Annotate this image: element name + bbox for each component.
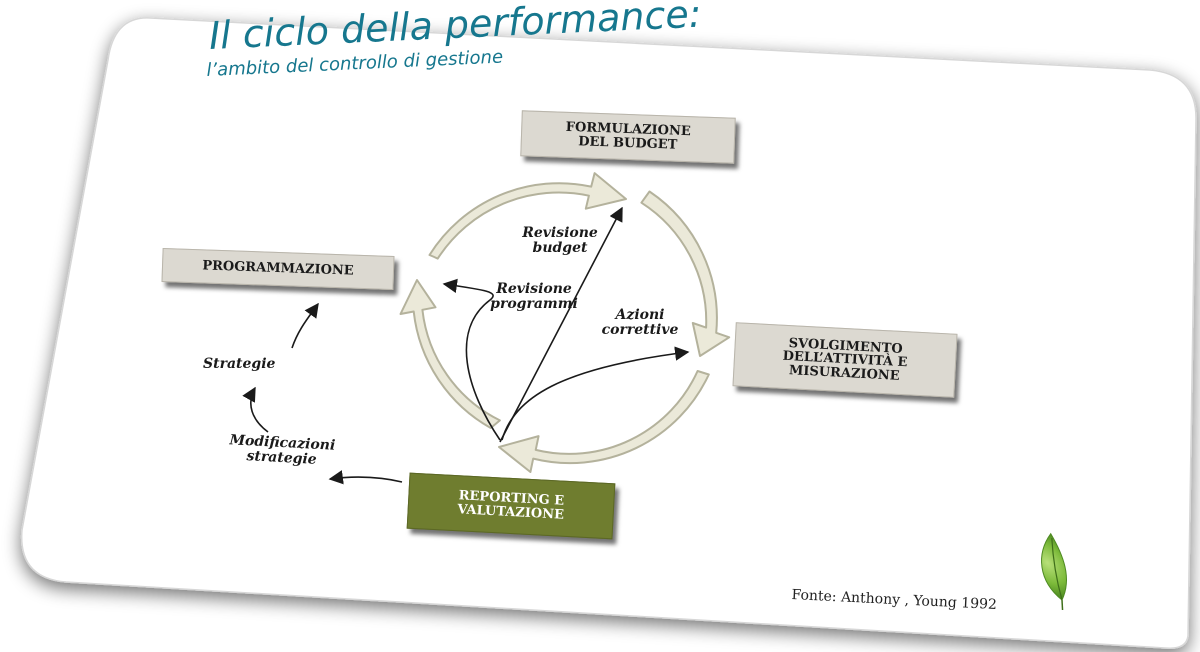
cycle-arrow-right [640,190,731,357]
slide-card [20,17,1197,649]
cycle-diagram [399,172,731,473]
arrow-revisione-programmi [442,278,501,441]
label-revisione-budget: Revisione budget [522,225,598,256]
arrow-revisione-budget [499,206,623,443]
cycle-arrow-top [428,172,627,260]
arrow-strategie-to-programmazione [291,302,319,349]
box-reporting-label: REPORTING E VALUTAZIONE [456,488,565,523]
arrow-azioni-correttive [501,346,690,441]
outer-arrows [242,302,403,485]
label-revisione-programmi: Revisione programmi [490,281,578,312]
cycle-arrow-bottom [498,370,710,473]
box-programmazione-label: PROGRAMMAZIONE [202,258,354,279]
label-strategie: Strategie [203,356,276,372]
inner-arrows [442,206,690,443]
arrow-reporting-to-modificazioni [328,470,403,485]
box-reporting: REPORTING E VALUTAZIONE [406,472,616,540]
box-svolgimento: SVOLGIMENTO DELL’ATTIVITÀ E MISURAZIONE [732,322,958,398]
box-formulazione-budget-label: FORMULAZIONE DEL BUDGET [565,120,691,153]
leaf-icon [1041,532,1067,611]
label-modificazioni-strategie: Modificazioni strategie [229,432,336,468]
cycle-arrow-left [399,279,501,429]
label-azioni-correttive: Azioni correttive [601,307,679,338]
box-svolgimento-label: SVOLGIMENTO DELL’ATTIVITÀ E MISURAZIONE [782,335,908,384]
box-formulazione-budget: FORMULAZIONE DEL BUDGET [520,110,736,164]
arrow-modificazioni-to-strategie [242,386,269,433]
